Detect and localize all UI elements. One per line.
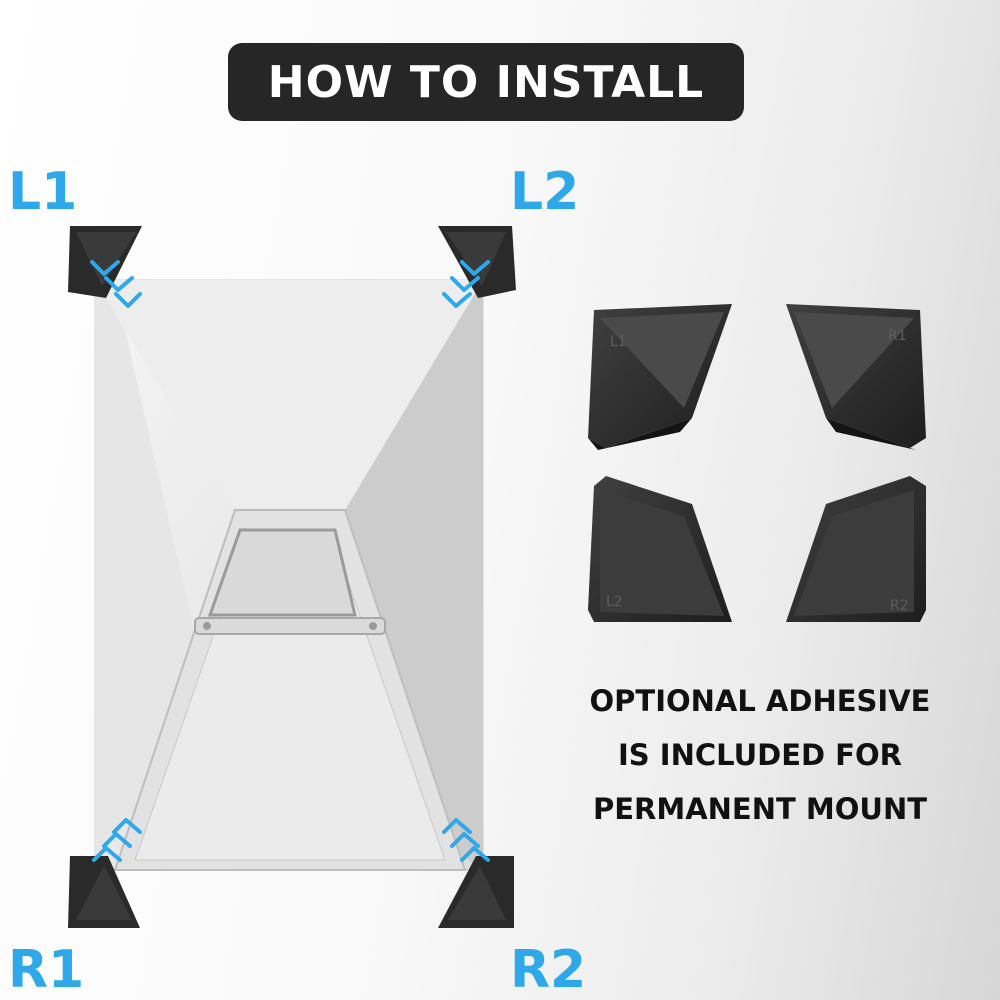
piece-r2 xyxy=(786,476,926,622)
corner-label-r2: R2 xyxy=(510,940,587,1000)
piece-l2 xyxy=(588,476,732,622)
console-facet-top xyxy=(95,280,483,510)
corner-mount-icon xyxy=(68,856,140,928)
double-chevron-arrow-icon xyxy=(442,818,490,862)
piece-l1 xyxy=(588,304,732,450)
title-banner: HOW TO INSTALL xyxy=(228,43,744,121)
stand-bar xyxy=(194,617,386,635)
corner-mount-icon xyxy=(68,226,142,298)
piece-mark-l1: L1 xyxy=(610,334,627,350)
stand-screw-right xyxy=(369,622,377,630)
piece-mark-r2: R2 xyxy=(890,598,909,614)
console-facet-right xyxy=(345,280,483,870)
double-chevron-arrow-icon xyxy=(90,260,142,308)
stand-screw-left xyxy=(203,622,211,630)
piece-mark-r1: R1 xyxy=(888,328,907,344)
corner-mount-icon xyxy=(438,226,516,298)
stand-window xyxy=(207,528,357,617)
adhesive-note-line1: OPTIONAL ADHESIVE xyxy=(589,684,931,718)
corner-label-r1: R1 xyxy=(8,940,85,1000)
page-title: HOW TO INSTALL xyxy=(267,56,705,108)
product-pieces-art: L1 R1 L2 R2 xyxy=(588,304,926,622)
double-chevron-arrow-icon xyxy=(92,818,142,862)
corner-mount-icon xyxy=(438,856,514,928)
piece-r1 xyxy=(786,304,926,450)
corner-label-l1: L1 xyxy=(8,162,78,222)
piece-mark-l2: L2 xyxy=(606,594,623,610)
corner-label-l2: L2 xyxy=(510,162,580,222)
adhesive-note-line3: PERMANENT MOUNT xyxy=(592,792,928,826)
double-chevron-arrow-icon xyxy=(442,260,490,308)
adhesive-note-line2: IS INCLUDED FOR xyxy=(618,738,902,772)
